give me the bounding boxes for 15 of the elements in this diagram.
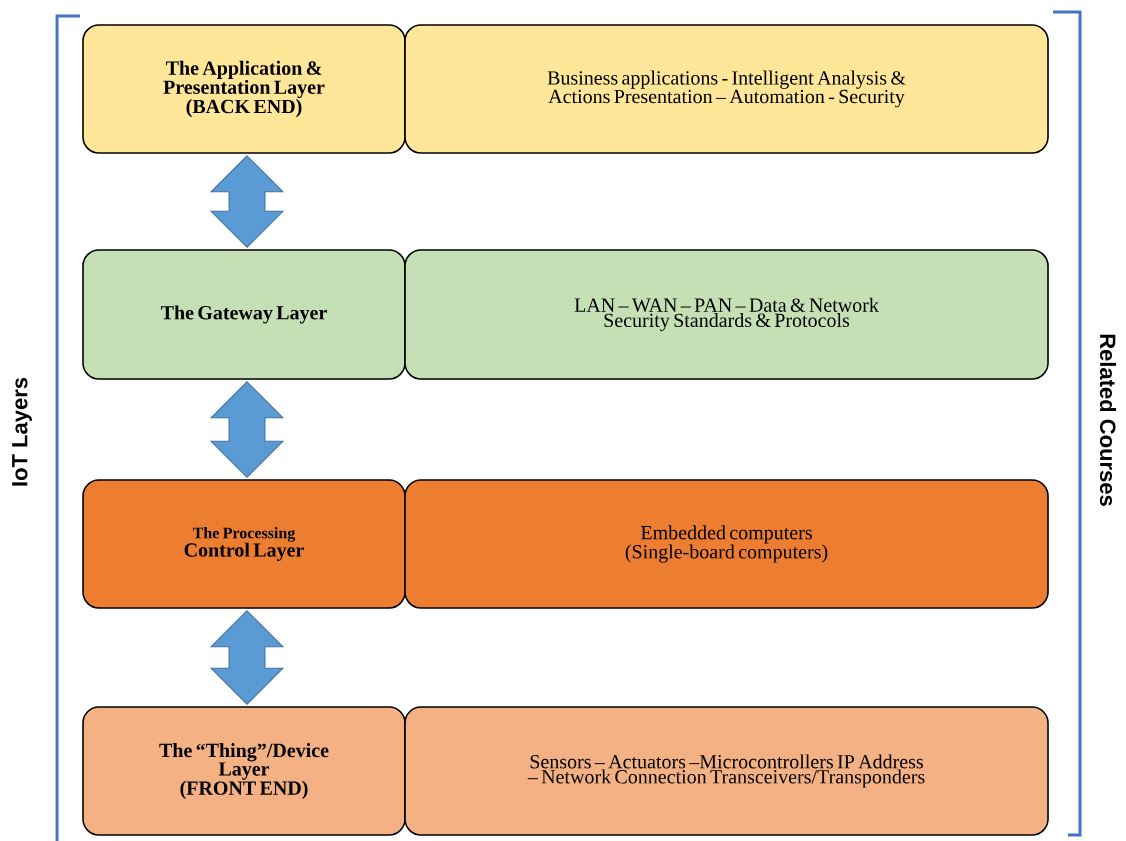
layer-box: The Application & Presentation Layer (BACK END) [82, 24, 406, 154]
layer-box: The Processing Control Layer [82, 479, 406, 609]
side-label: IoT Layers [12, 377, 32, 486]
layer-box: Business applications - Intelligent Analysis & Actions Presentation – Automation - Security [404, 24, 1049, 154]
double-arrow [210, 381, 284, 478]
node-label: The “Thing”/Device Layer [159, 743, 329, 780]
layer-box: LAN – WAN – PAN – Data & Network Security Standards & Protocols [404, 249, 1049, 380]
double-arrow [210, 610, 284, 705]
layer-box: The Gateway Layer [82, 249, 406, 380]
layer-box: Embedded computers (Single-board computers) [404, 479, 1049, 609]
side-label: Related Courses [1099, 334, 1117, 506]
layer-box: The “Thing”/Device Layer (FRONT END) [82, 706, 406, 836]
node-label: (FRONT END) [180, 780, 308, 799]
double-arrow [210, 155, 284, 248]
layer-box: Sensors – Actuators –Microcontrollers IP Address – Network Connection Transceivers/Transponders [404, 706, 1049, 836]
